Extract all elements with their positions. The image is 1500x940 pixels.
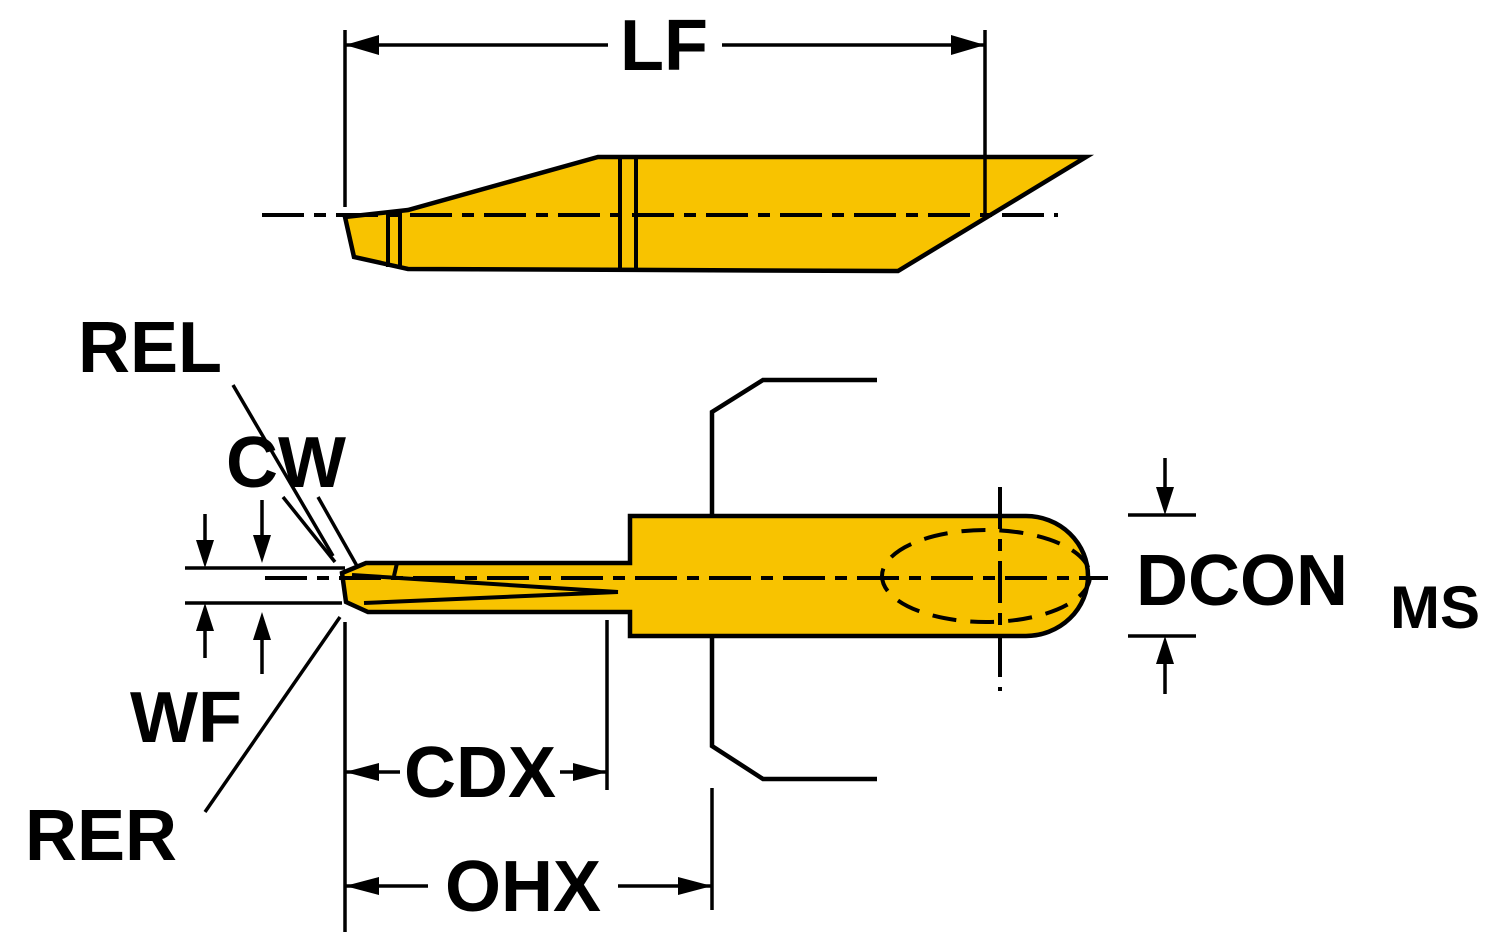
- flute-line-lower: [363, 590, 619, 605]
- dcon-arrow-top-icon: [1156, 487, 1174, 515]
- tip-edge-tick: [392, 562, 399, 577]
- rel-leader-line: [231, 384, 335, 557]
- lf-label: LF: [620, 6, 708, 86]
- wf-label: WF: [130, 678, 242, 758]
- ms-subscript-label: MS: [1390, 574, 1480, 641]
- holder-phantom-top: [709, 377, 877, 515]
- rel-label: REL: [78, 308, 222, 388]
- cw-leader-line-1: [281, 495, 337, 564]
- dcon-label: DCON: [1136, 541, 1348, 621]
- rer-leader-line: [203, 616, 342, 813]
- wf-arrow-top-icon: [196, 540, 214, 568]
- cdx-arrow-left-icon: [345, 763, 379, 781]
- rer-label: RER: [25, 796, 177, 876]
- lf-arrow-right-icon: [951, 35, 985, 55]
- holder-phantom-bottom: [709, 636, 877, 782]
- cdx-label: CDX: [404, 733, 556, 813]
- insert-top-view: CDX OHX REL CW WF RER DCON MS: [25, 308, 1480, 932]
- ohx-arrow-left-icon: [345, 877, 379, 895]
- cw-arrow-bottom-icon: [253, 612, 271, 640]
- cdx-arrow-right-icon: [573, 763, 607, 781]
- ohx-label: OHX: [445, 847, 601, 927]
- insert-side-view: LF: [262, 6, 1095, 274]
- cw-label: CW: [226, 423, 346, 503]
- lf-arrow-left-icon: [345, 35, 379, 55]
- cw-arrow-top-icon: [253, 535, 271, 563]
- ohx-arrow-right-icon: [678, 877, 712, 895]
- dcon-arrow-bottom-icon: [1156, 636, 1174, 664]
- wf-arrow-bottom-icon: [196, 603, 214, 631]
- cw-leader-line-2: [316, 496, 359, 567]
